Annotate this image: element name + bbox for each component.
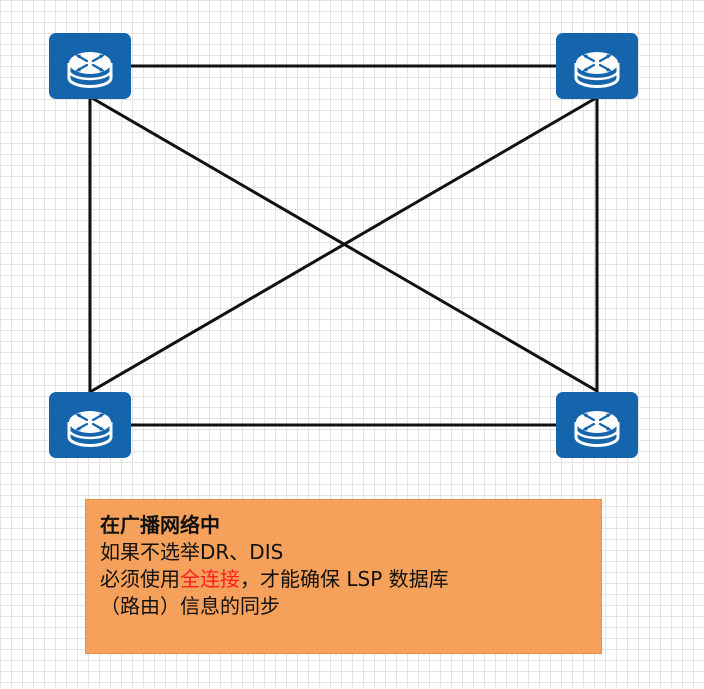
note-line-3: （路由）信息的同步 xyxy=(100,594,280,618)
full-mesh-highlight: 全连接 xyxy=(180,567,240,591)
router-top-left[interactable] xyxy=(47,31,133,101)
router-icon xyxy=(47,31,133,101)
router-bottom-right[interactable] xyxy=(554,390,640,460)
router-icon xyxy=(554,31,640,101)
explanation-note: 在广播网络中 如果不选举DR、DIS 必须使用全连接，才能确保 LSP 数据库 … xyxy=(85,499,602,654)
router-top-right[interactable] xyxy=(554,31,640,101)
router-icon xyxy=(47,390,133,460)
note-title: 在广播网络中 xyxy=(100,513,220,537)
link-diagonal-tr-bl xyxy=(88,96,598,394)
note-line-2-end: ，才能确保 LSP 数据库 xyxy=(240,567,449,591)
router-bottom-left[interactable] xyxy=(47,390,133,460)
note-line-2-start: 必须使用 xyxy=(100,567,180,591)
router-icon xyxy=(554,390,640,460)
note-line-2: 必须使用全连接，才能确保 LSP 数据库 xyxy=(100,566,587,593)
note-line-1: 如果不选举DR、DIS xyxy=(100,540,284,564)
